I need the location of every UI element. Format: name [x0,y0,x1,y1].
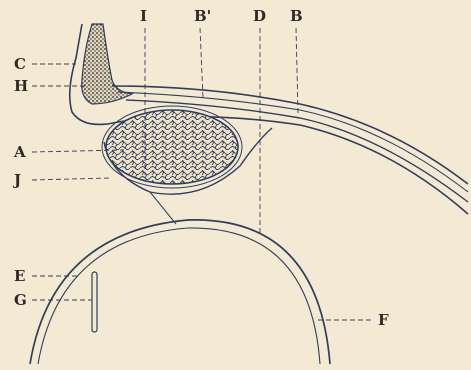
leader-B-prime [200,28,203,98]
label-F: F [378,313,389,328]
label-I: I [140,9,147,24]
leader-J [32,178,110,180]
label-D: D [253,9,266,24]
sphere-inner [38,228,320,364]
label-C: C [14,57,26,72]
label-G: G [14,293,27,308]
label-H: H [14,79,28,94]
rod [92,272,97,332]
label-J: J [14,173,21,188]
label-E: E [14,269,25,284]
label-B-prime: B' [194,9,211,24]
sphere-outer [30,220,330,364]
leader-B [296,28,298,113]
label-B: B [290,9,303,24]
connecting-strand [150,192,176,224]
label-A: A [14,145,26,160]
meshed-body [106,110,238,184]
